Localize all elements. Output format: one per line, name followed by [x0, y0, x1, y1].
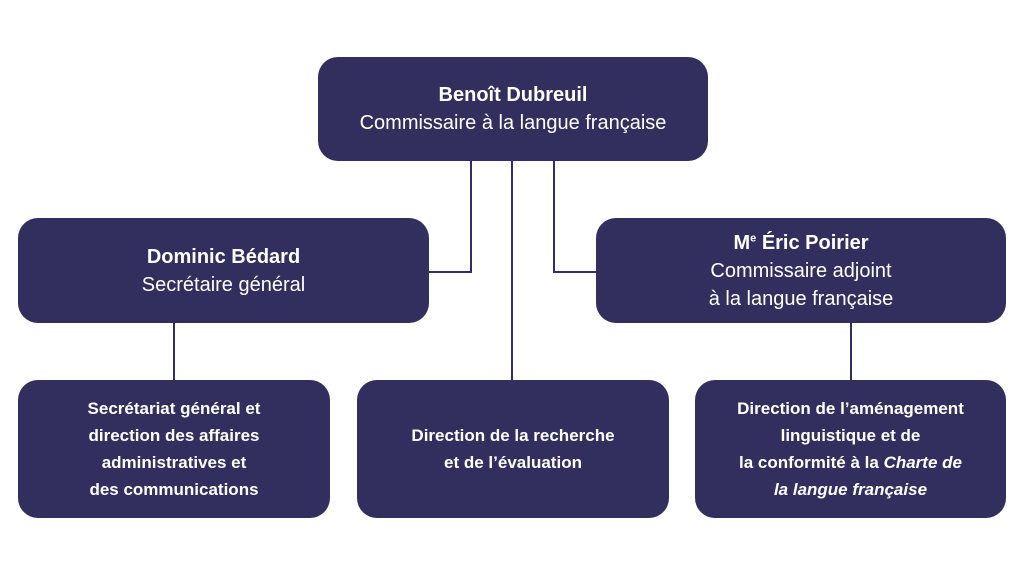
unit-secretariat-box: Secrétariat général et direction des aff… — [18, 380, 330, 518]
unit-research-line: et de l’évaluation — [444, 453, 582, 472]
connector-right-to-unit — [850, 322, 852, 382]
deputy-commissioner-name: Me Éric Poirier — [733, 229, 868, 257]
connector-left-to-unit — [173, 322, 175, 382]
unit-linguistic-line: linguistique et de — [780, 426, 921, 445]
unit-linguistic-line: la conformité à la Charte de — [739, 449, 962, 476]
title-prefix-sup: e — [750, 231, 757, 244]
secretary-general-box: Dominic Bédard Secrétaire général — [18, 218, 429, 323]
connector-top-to-middle — [511, 160, 513, 381]
unit-research-box: Direction de la recherche et de l’évalua… — [357, 380, 669, 518]
commissioner-box: Benoît Dubreuil Commissaire à la langue … — [318, 57, 708, 161]
secretary-general-name: Dominic Bédard — [146, 245, 301, 268]
connector-top-to-right-h — [553, 271, 597, 273]
connector-top-to-left-h — [428, 271, 472, 273]
deputy-commissioner-role-1: Commissaire adjoint — [710, 259, 892, 282]
unit-linguistic-box: Direction de l’aménagement linguistique … — [695, 380, 1006, 518]
unit-secretariat-line: direction des affaires — [88, 426, 260, 445]
commissioner-name: Benoît Dubreuil — [438, 84, 588, 106]
deputy-commissioner-role-2: à la langue française — [708, 287, 894, 310]
unit-linguistic-plain: la conformité à la — [739, 453, 884, 472]
unit-secretariat-line: des communications — [89, 480, 259, 499]
commissioner-role: Commissaire à la langue française — [359, 112, 667, 134]
connector-top-to-left — [470, 160, 472, 272]
unit-research-line: Direction de la recherche — [411, 426, 615, 445]
title-prefix: M — [733, 231, 751, 254]
deputy-name: Éric Poirier — [761, 231, 869, 254]
secretary-general-role: Secrétaire général — [141, 273, 306, 296]
charter-title-part1: Charte de — [883, 453, 962, 472]
connector-top-to-right — [553, 160, 555, 272]
unit-secretariat-line: Secrétariat général et — [87, 399, 261, 418]
charter-title-part2: la langue française — [773, 480, 928, 499]
unit-linguistic-line: Direction de l’aménagement — [737, 399, 964, 418]
deputy-commissioner-box: Me Éric Poirier Commissaire adjoint à la… — [596, 218, 1006, 323]
unit-secretariat-line: administratives et — [101, 453, 247, 472]
